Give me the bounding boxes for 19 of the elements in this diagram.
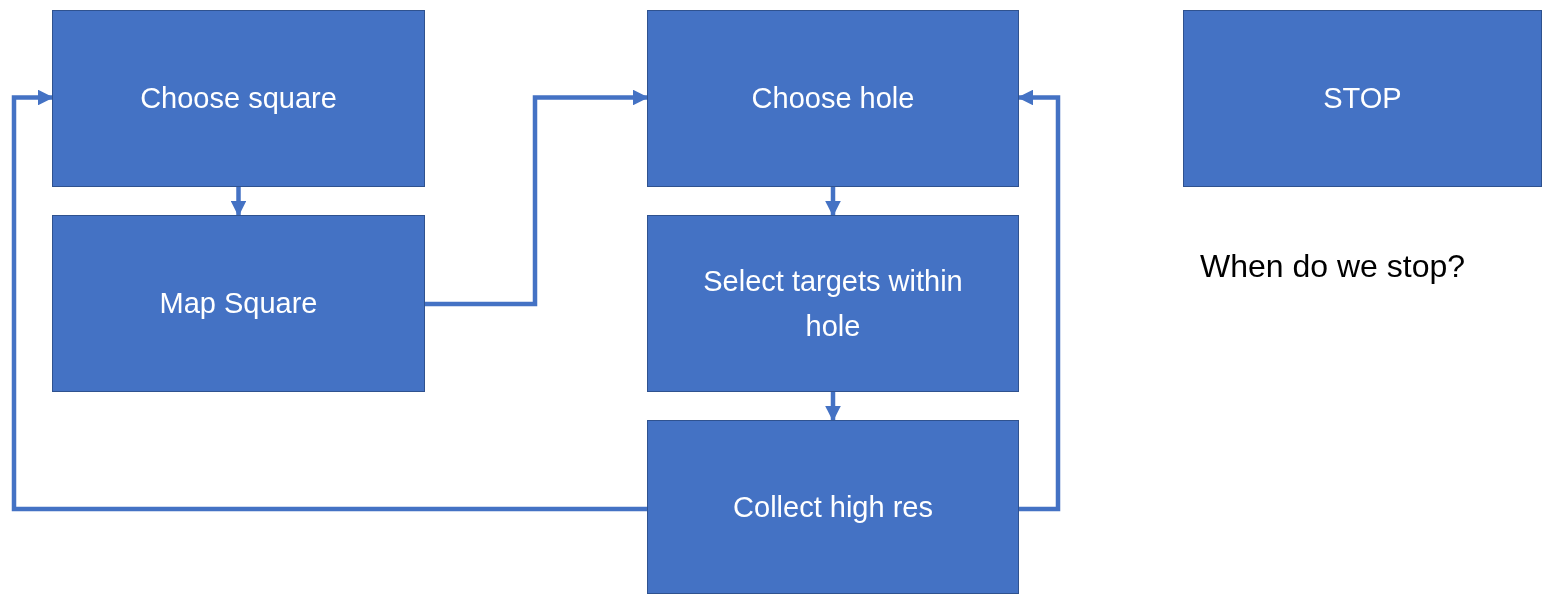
- box-label: Map Square: [159, 286, 318, 322]
- process-box: [52, 215, 425, 392]
- box-label: Collect high res: [733, 489, 933, 525]
- box-label: Choose square: [140, 81, 337, 117]
- note: When do we stop?: [1200, 248, 1466, 285]
- arrow: [425, 89, 649, 307]
- arrow: [11, 89, 647, 512]
- arrow: [1017, 89, 1061, 512]
- arrow: [825, 392, 841, 422]
- arrow: [230, 187, 247, 217]
- process-box: [1183, 10, 1542, 187]
- process-box: [647, 10, 1019, 187]
- process-box: [647, 420, 1019, 594]
- process-box: [647, 215, 1019, 392]
- box-label: Select targets within hole: [702, 263, 964, 344]
- arrow: [825, 187, 841, 217]
- box-label: STOP: [1323, 81, 1402, 117]
- process-box: [52, 10, 425, 187]
- box-label: Choose hole: [751, 81, 915, 117]
